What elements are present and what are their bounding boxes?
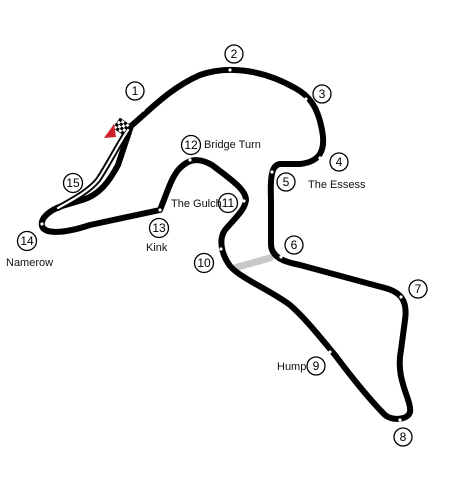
corner-number: 11: [222, 196, 235, 210]
pit-lane-inner: [56, 128, 130, 210]
corner-number: 9: [313, 359, 320, 373]
corner-12-name: Bridge Turn: [204, 139, 261, 151]
corner-8: 8: [393, 427, 413, 447]
corner-number: 15: [66, 176, 80, 190]
corner-9: 9: [306, 356, 326, 376]
corner-number: 14: [20, 234, 34, 248]
corner-number: 3: [319, 87, 326, 101]
connector-link: [230, 254, 274, 272]
corner-number: 13: [152, 221, 166, 235]
corner-7: 7: [408, 279, 428, 299]
track-markers: [40, 68, 403, 422]
corner-number: 6: [291, 238, 298, 252]
corner-15: 15: [62, 172, 84, 194]
corner-number: 10: [197, 256, 211, 270]
corner-4-name: The Essess: [308, 179, 366, 191]
corner-2: 2: [224, 44, 244, 64]
corner-number: 4: [336, 155, 343, 169]
corner-number: 7: [415, 282, 422, 296]
corner-12: 12: [180, 134, 202, 156]
corner-number: 8: [400, 430, 407, 444]
corner-4: 4: [329, 152, 349, 172]
corner-14-name: Namerow: [6, 257, 53, 269]
corner-13-name: Kink: [146, 242, 168, 254]
corner-number: 1: [132, 84, 139, 98]
corner-9-name: Hump: [277, 361, 306, 373]
corner-number: 12: [184, 138, 198, 152]
corner-6: 6: [284, 235, 304, 255]
corner-10: 10: [193, 252, 215, 274]
corner-13: 13: [148, 217, 170, 239]
corner-11-name: The Gulch: [171, 198, 222, 210]
finish-line-icon: [112, 117, 131, 136]
corner-number: 5: [283, 175, 290, 189]
corner-11: 11: [217, 192, 239, 214]
corner-number: 2: [231, 47, 238, 61]
start-direction-icon: [104, 124, 116, 138]
corner-1: 1: [125, 81, 145, 101]
corner-5: 5: [276, 172, 296, 192]
track-main: [38, 66, 414, 422]
corner-3: 3: [312, 84, 332, 104]
corner-14: 14: [16, 230, 38, 252]
